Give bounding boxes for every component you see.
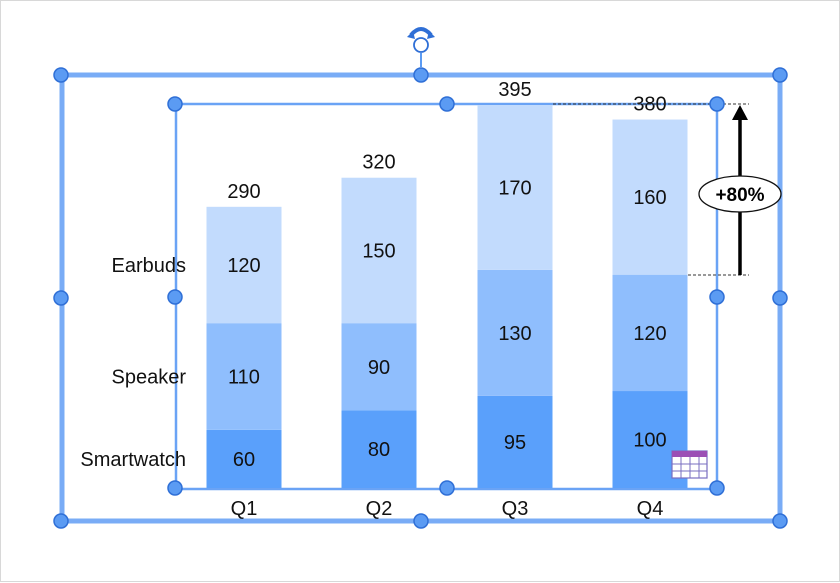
- annotation-oval: [698, 175, 782, 213]
- series-label-earbuds: Earbuds: [112, 255, 187, 277]
- outer-handle-right[interactable]: [772, 290, 788, 306]
- bar-smartwatch-q1[interactable]: [206, 429, 282, 488]
- bars-group: [206, 105, 688, 488]
- value-label-earbuds-q1: 120: [227, 255, 260, 277]
- series-label-smartwatch: Smartwatch: [80, 449, 186, 471]
- bar-speaker-q4[interactable]: [612, 274, 688, 392]
- inner-handle-bottom[interactable]: [439, 480, 455, 496]
- value-label-earbuds-q4: 160: [633, 187, 666, 209]
- value-label-smartwatch-q2: 80: [368, 439, 390, 461]
- outer-handle-top-left[interactable]: [53, 67, 69, 83]
- x-tick-label-q4: Q4: [637, 498, 664, 520]
- total-label-q1: 290: [227, 181, 260, 203]
- bar-earbuds-q1[interactable]: [206, 206, 282, 324]
- value-label-speaker-q4: 120: [633, 323, 666, 345]
- outer-handle-left[interactable]: [53, 290, 69, 306]
- value-label-smartwatch-q3: 95: [504, 432, 526, 454]
- rotate-handle-icon[interactable]: [407, 27, 435, 67]
- bar-speaker-q1[interactable]: [206, 323, 282, 430]
- inner-resize-handles[interactable]: [167, 96, 725, 496]
- inner-handle-bottom-right[interactable]: [709, 480, 725, 496]
- outer-resize-handles[interactable]: [53, 67, 788, 529]
- x-tick-label-q1: Q1: [231, 498, 258, 520]
- inner-handle-top[interactable]: [439, 96, 455, 112]
- bar-earbuds-q3[interactable]: [477, 105, 553, 270]
- outer-handle-top[interactable]: [413, 67, 429, 83]
- bar-smartwatch-q3[interactable]: [477, 395, 553, 488]
- inner-handle-bottom-left[interactable]: [167, 480, 183, 496]
- value-label-earbuds-q3: 170: [498, 177, 531, 199]
- bar-speaker-q2[interactable]: [341, 323, 417, 411]
- inner-handle-right[interactable]: [709, 289, 725, 305]
- bar-speaker-q3[interactable]: [477, 269, 553, 396]
- value-label-speaker-q1: 110: [228, 366, 260, 388]
- outer-handle-bottom[interactable]: [413, 513, 429, 529]
- inner-handle-left[interactable]: [167, 289, 183, 305]
- bar-earbuds-q2[interactable]: [341, 177, 417, 324]
- value-label-earbuds-q2: 150: [362, 240, 395, 262]
- outer-handle-bottom-right[interactable]: [772, 513, 788, 529]
- inner-handle-top-left[interactable]: [167, 96, 183, 112]
- bar-smartwatch-q2[interactable]: [341, 410, 417, 488]
- value-label-speaker-q3: 130: [498, 323, 531, 345]
- bar-earbuds-q4[interactable]: [612, 119, 688, 275]
- annotation-label: +80%: [715, 185, 764, 206]
- total-label-q4: 380: [633, 94, 666, 116]
- value-label-smartwatch-q4: 100: [633, 430, 666, 452]
- outer-handle-bottom-left[interactable]: [53, 513, 69, 529]
- series-label-speaker: Speaker: [112, 366, 187, 388]
- outer-handle-top-right[interactable]: [772, 67, 788, 83]
- x-tick-label-q2: Q2: [366, 498, 393, 520]
- annotation-arrow-head: [732, 105, 748, 120]
- x-tick-label-q3: Q3: [502, 498, 529, 520]
- total-label-q2: 320: [362, 152, 395, 174]
- inner-handle-top-right[interactable]: [709, 96, 725, 112]
- total-label-q3: 395: [498, 79, 531, 101]
- growth-annotation[interactable]: +80%: [553, 103, 782, 276]
- value-label-smartwatch-q1: 60: [233, 449, 255, 471]
- table-icon[interactable]: [671, 450, 708, 479]
- value-label-speaker-q2: 90: [368, 357, 390, 379]
